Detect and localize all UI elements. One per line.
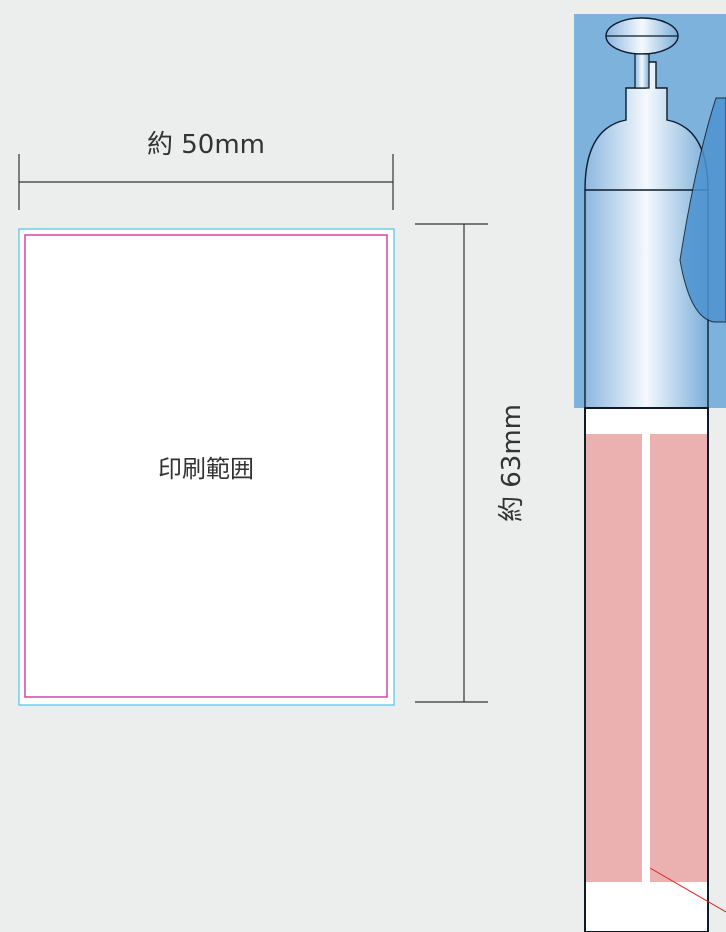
height-dimension	[415, 223, 488, 703]
width-label: 約 50mm	[146, 130, 266, 160]
print-area-label: 印刷範囲	[158, 455, 254, 483]
width-dimension	[18, 154, 394, 210]
height-label: 約 63mm	[497, 403, 527, 523]
bottle-illustration	[574, 14, 726, 932]
trim-outline	[24, 234, 388, 698]
